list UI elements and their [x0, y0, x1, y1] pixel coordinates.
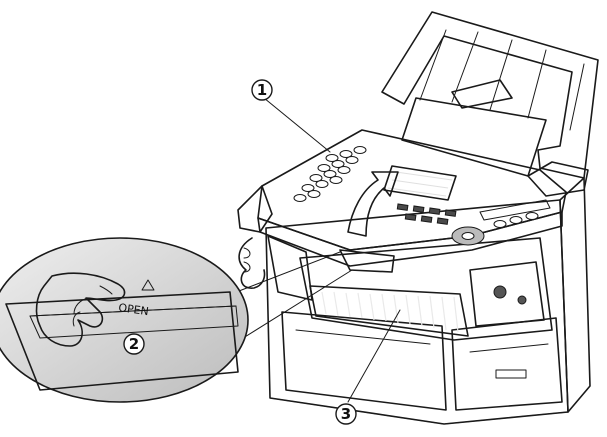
open-label: OPEN [118, 301, 150, 318]
callout-1: 1 [251, 79, 331, 153]
interior-cavity [267, 235, 553, 341]
lift-arrow-icon [347, 171, 399, 237]
top-cover [237, 129, 567, 267]
callout-3-label: 3 [341, 405, 351, 423]
control-panel [293, 146, 551, 246]
callout-3: 3 [335, 309, 401, 425]
handset-cord [238, 237, 266, 289]
fax-body [265, 177, 591, 425]
tray-arm [527, 161, 589, 197]
paper-tray [381, 11, 599, 179]
callout-2-label: 2 [129, 335, 139, 353]
paper-sheet [401, 97, 547, 177]
callout-1-label: 1 [257, 81, 267, 99]
callout-2: 2 [123, 333, 145, 355]
zoom-inset [0, 237, 395, 403]
